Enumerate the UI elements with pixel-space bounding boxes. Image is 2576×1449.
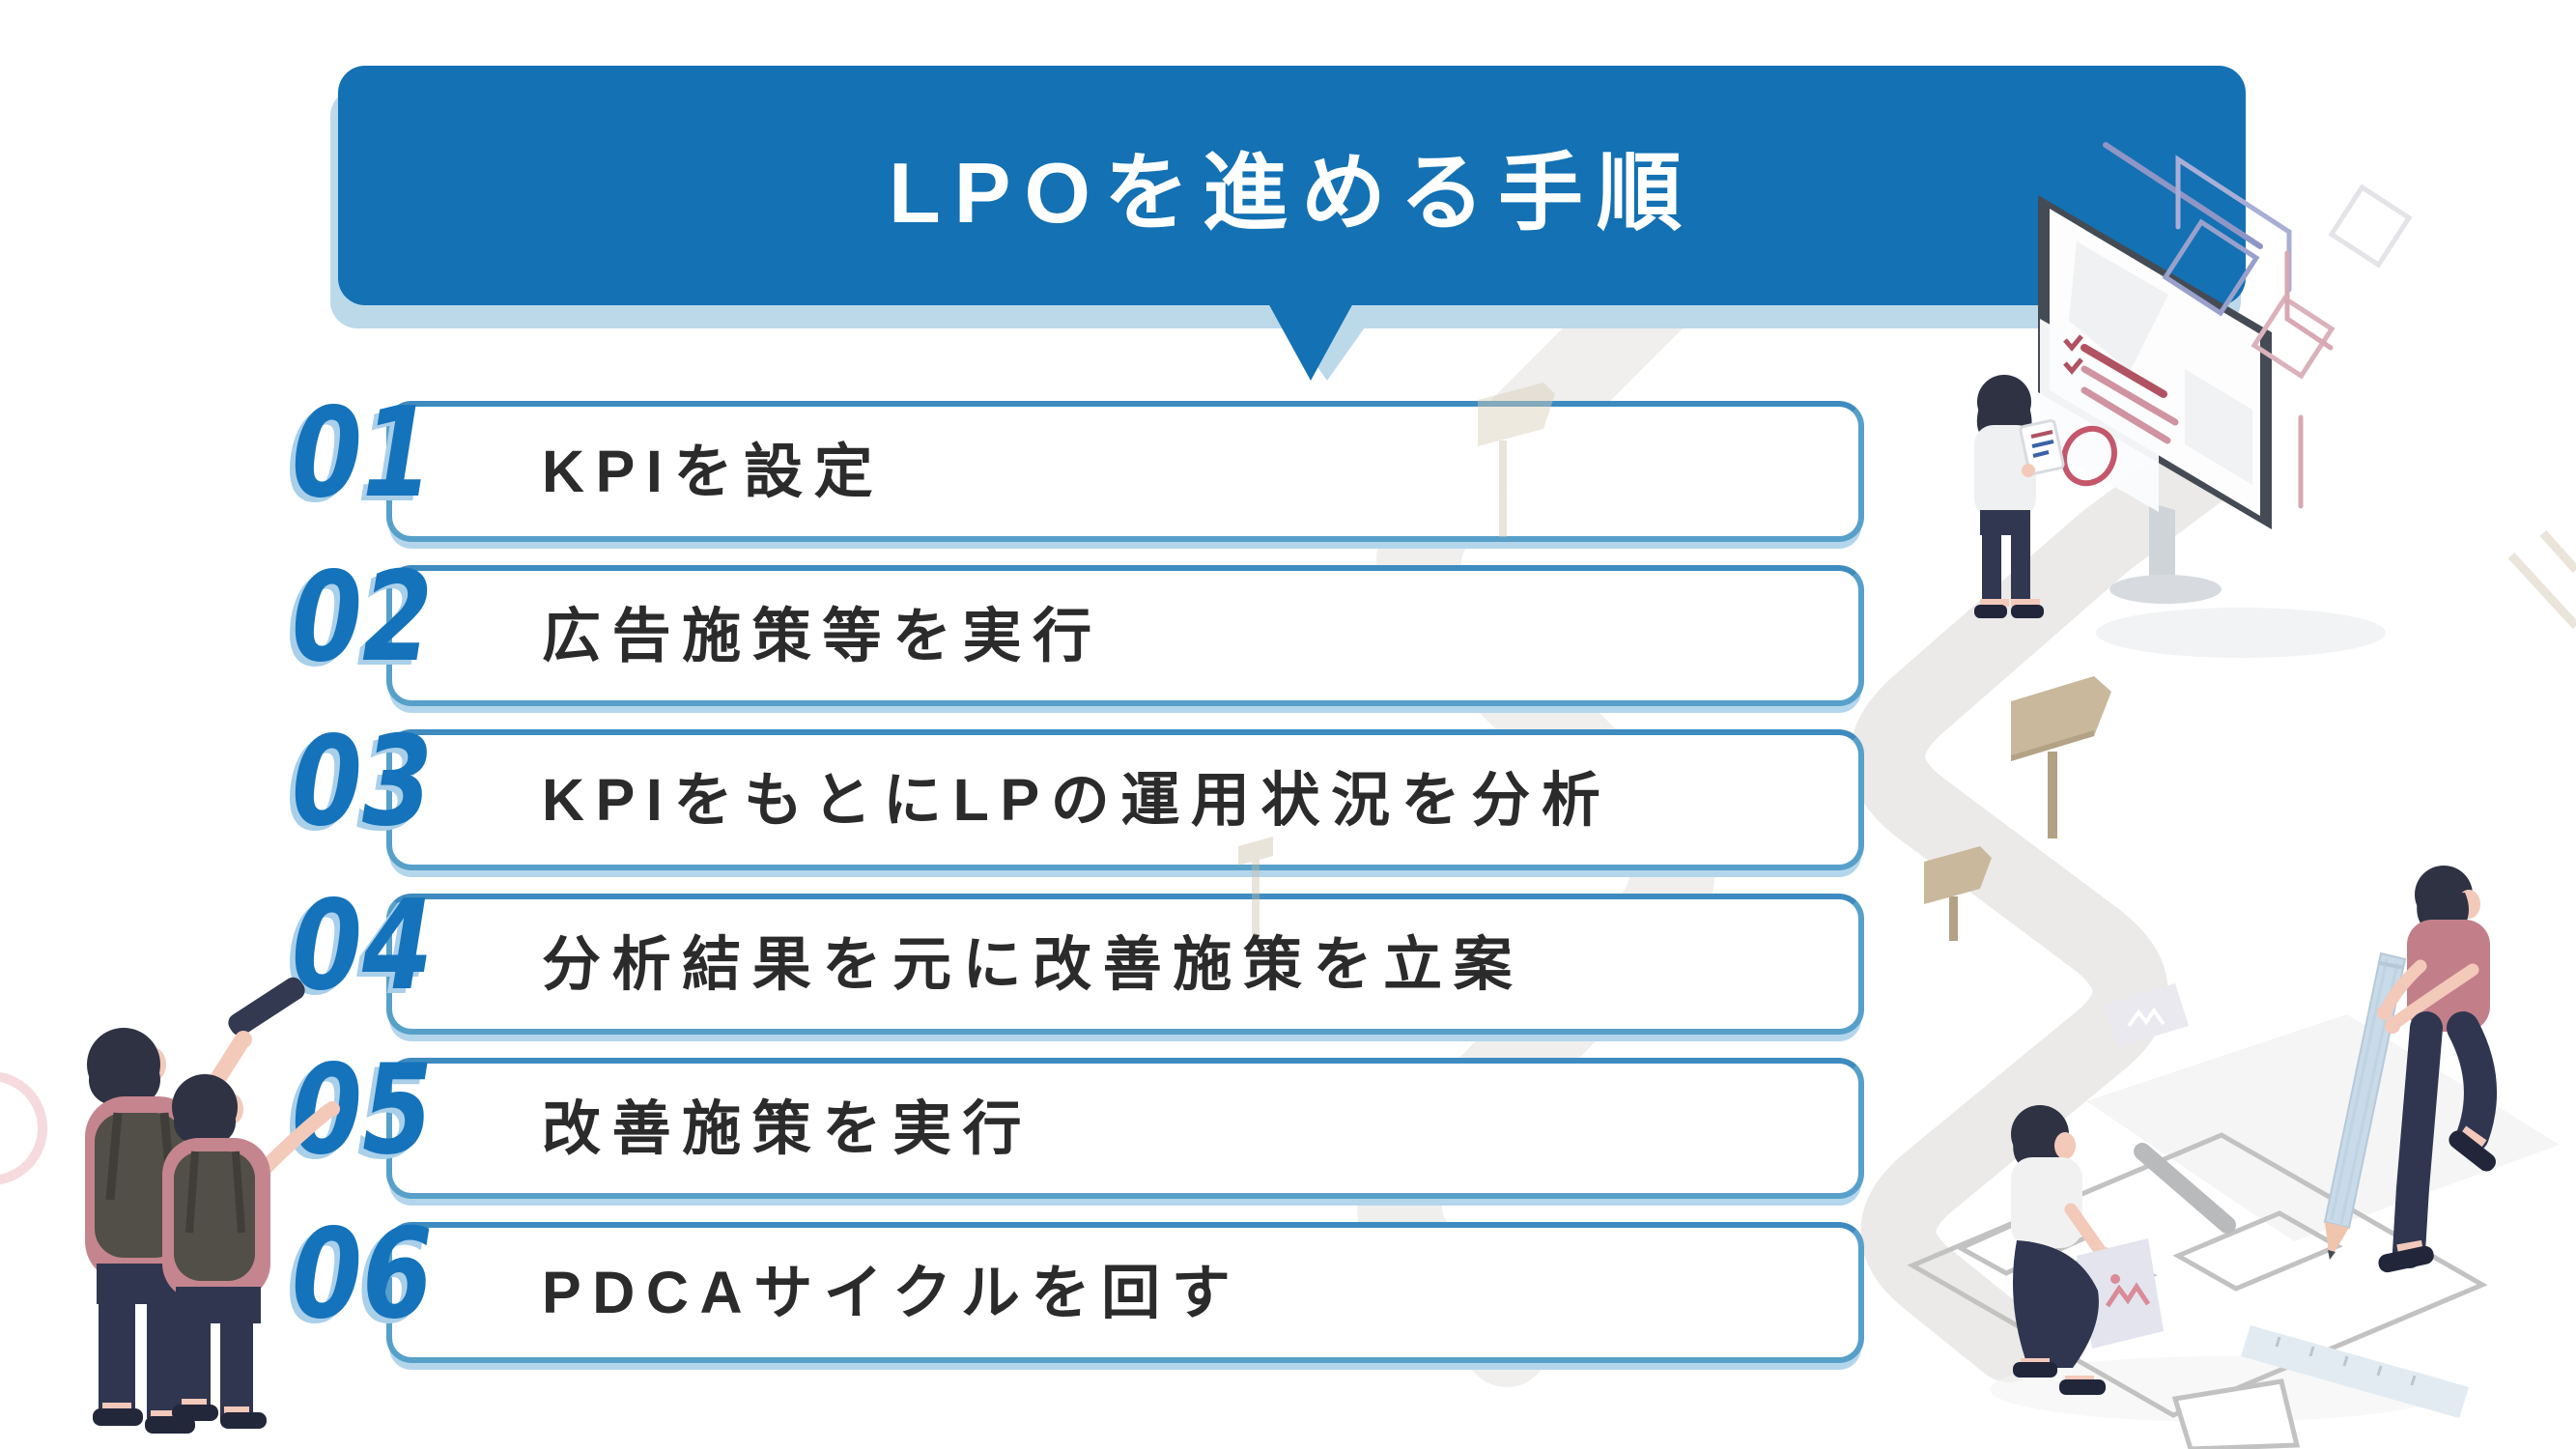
- step-row-04: 分析結果を元に改善施策を立案 04: [292, 881, 1864, 1035]
- step-row-02: 広告施策等を実行 02: [292, 553, 1864, 706]
- step-row-05: 改善施策を実行 05: [292, 1045, 1864, 1199]
- ruler-icon: [2241, 1325, 2469, 1418]
- monitor-floor-shadow: [2096, 608, 2386, 658]
- giant-pencil-icon: [2323, 952, 2407, 1260]
- step-box: KPIをもとにLPの運用状況を分析: [386, 729, 1864, 870]
- step-label: 改善施策を実行: [542, 1094, 1033, 1161]
- wireframe-person-illustration: [2011, 1105, 2164, 1395]
- step-row-03: KPIをもとにLPの運用状況を分析 03: [292, 717, 1864, 870]
- step-box: 分析結果を元に改善施策を立案: [386, 894, 1864, 1035]
- step-number: 02: [292, 546, 434, 690]
- step-number: 06: [292, 1203, 434, 1347]
- monitor-person-illustration: [1974, 375, 2065, 618]
- step-label: KPIをもとにLPの運用状況を分析: [542, 766, 1612, 833]
- wireframe-layout-icon: [1907, 1132, 2488, 1449]
- winding-path-right-icon: [1850, 424, 2250, 1382]
- photo-card-icon: [2104, 983, 2189, 1047]
- page-title: LPOを進める手順: [889, 144, 1695, 241]
- step-number: 01: [292, 382, 434, 526]
- step-row-06: PDCAサイクルを回す 06: [292, 1209, 1864, 1363]
- pink-arc-icon: [0, 1071, 47, 1185]
- edge-deco-icon: [2507, 529, 2576, 630]
- step-number: 04: [292, 874, 434, 1018]
- step-label: PDCAサイクルを回す: [542, 1259, 1242, 1325]
- step-number: 05: [292, 1038, 434, 1182]
- hiker-monocular-icon: [85, 977, 305, 1434]
- step-box: 広告施策等を実行: [386, 565, 1864, 706]
- step-box: PDCAサイクルを回す: [386, 1222, 1864, 1363]
- header-banner: LPOを進める手順: [338, 66, 2246, 305]
- wireframe-scene-illustration: [1907, 866, 2497, 1449]
- step-row-01: KPIを設定 01: [292, 388, 1864, 542]
- screen-checklist-icon: [2040, 319, 2179, 512]
- ground-sheet-icon: [2086, 1014, 2560, 1241]
- step-label: KPIを設定: [542, 438, 885, 504]
- step-label: 広告施策等を実行: [542, 602, 1103, 668]
- step-number: 03: [292, 710, 434, 854]
- pencil-person-illustration: [2323, 866, 2497, 1273]
- screen-circle-chart-icon: [2061, 425, 2117, 487]
- step-box: KPIを設定: [386, 401, 1864, 542]
- header-pointer-icon: [1267, 301, 1354, 381]
- step-label: 分析結果を元に改善施策を立案: [542, 930, 1524, 997]
- signpost-a-icon: [2011, 676, 2111, 838]
- step-box: 改善施策を実行: [386, 1058, 1864, 1199]
- signpost-b-icon: [1924, 846, 1992, 941]
- tablet-icon: [2019, 419, 2065, 475]
